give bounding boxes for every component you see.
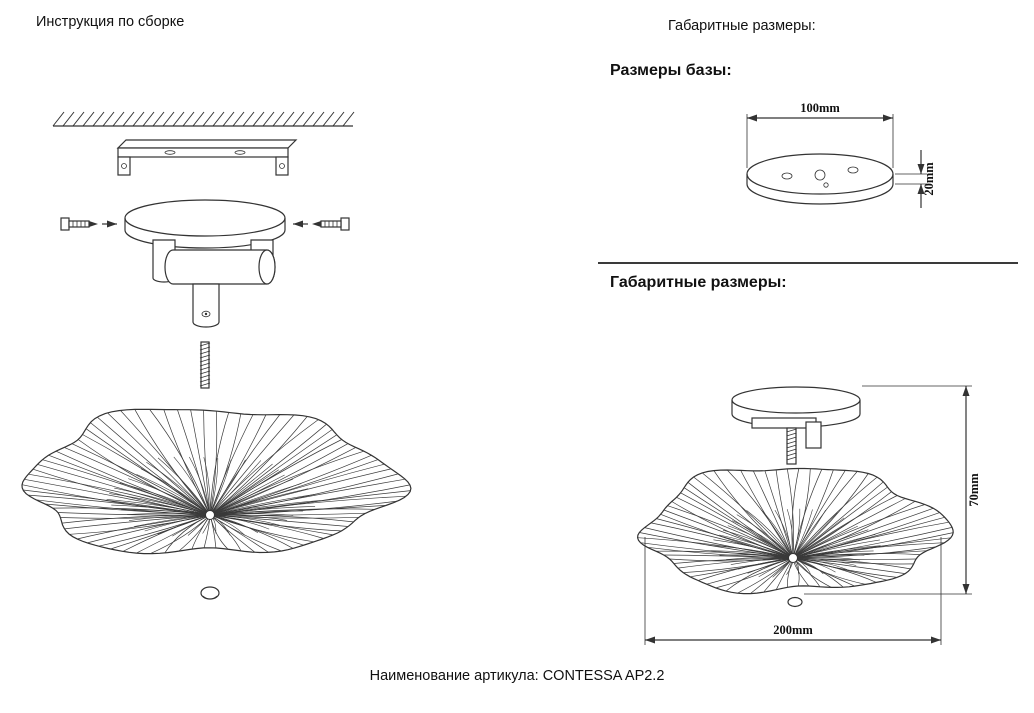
fixture-dimensions-diagram: 70mm 200mm bbox=[636, 385, 981, 645]
base-dimensions-diagram: 100mm 20mm bbox=[746, 101, 936, 208]
mounting-screw-right bbox=[293, 217, 350, 231]
article-name: Наименование артикула: CONTESSA AP2.2 bbox=[369, 668, 665, 684]
base-size-heading: Размеры базы: bbox=[610, 62, 732, 79]
threaded-rod bbox=[199, 341, 211, 389]
section-divider bbox=[598, 262, 1018, 264]
assembly-title: Инструкция по сборке bbox=[36, 14, 185, 30]
fixture-width-label: 200mm bbox=[773, 623, 813, 637]
base-plate bbox=[746, 153, 894, 205]
fixture-height-label: 70mm bbox=[967, 473, 981, 507]
fixture-canopy bbox=[731, 386, 861, 428]
fixture-shade bbox=[636, 467, 954, 595]
glass-shade bbox=[21, 408, 412, 555]
fixture-finial bbox=[787, 596, 803, 608]
base-width-dimension: 100mm bbox=[746, 101, 894, 168]
assembly-diagram bbox=[21, 111, 412, 600]
mounting-bracket bbox=[116, 139, 298, 176]
mounting-screw-left bbox=[60, 217, 117, 231]
fixture-bracket bbox=[751, 417, 822, 465]
ceiling-hatch bbox=[52, 111, 355, 127]
overall-size-heading: Габаритные размеры: bbox=[610, 274, 787, 291]
base-height-dimension: 20mm bbox=[895, 150, 936, 208]
canopy-assembly bbox=[124, 199, 286, 328]
base-width-label: 100mm bbox=[800, 101, 840, 115]
finial bbox=[200, 586, 220, 600]
width-dimension: 200mm bbox=[644, 537, 942, 645]
base-height-label: 20mm bbox=[922, 162, 936, 196]
dimensions-title: Габаритные размеры: bbox=[668, 18, 816, 34]
height-dimension: 70mm bbox=[804, 385, 981, 595]
